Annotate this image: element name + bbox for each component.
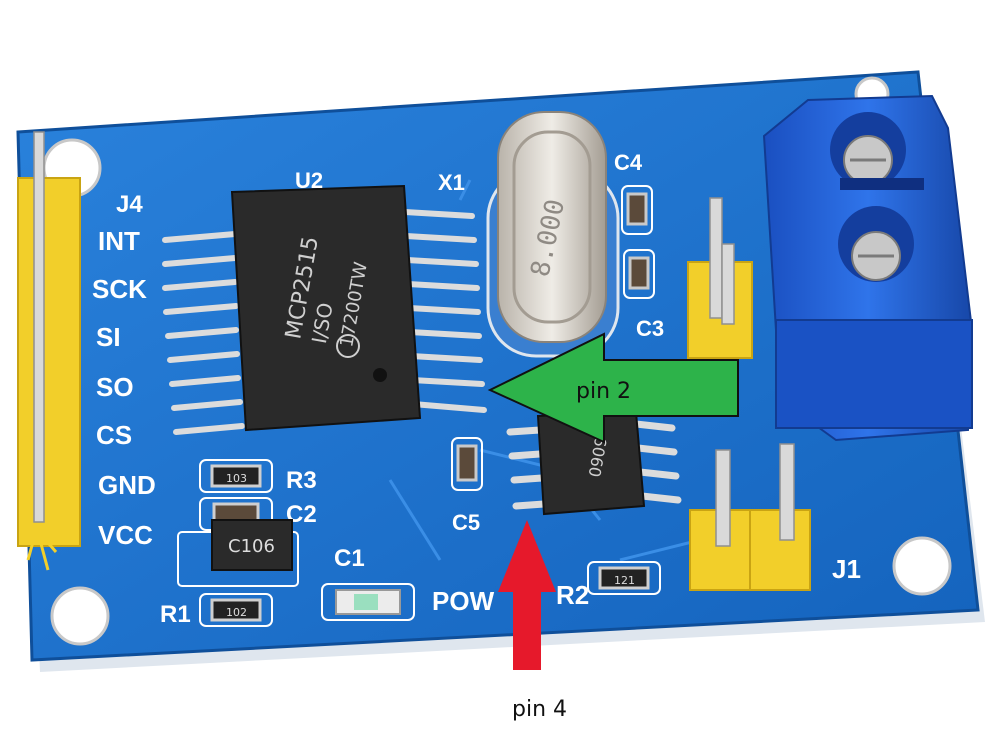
screw-terminal-block bbox=[762, 94, 974, 442]
green-arrow-annotation: pin 2 bbox=[487, 332, 739, 444]
mounting-hole-bottom-right bbox=[892, 536, 952, 596]
resistor-marking-r3: 103 bbox=[226, 472, 247, 485]
green-arrow-label: pin 2 bbox=[576, 379, 631, 404]
can-controller-chip-u2: U2 MCP2515 I/SO 17200TW bbox=[162, 168, 487, 435]
power-led: C1 POW bbox=[321, 545, 495, 621]
jumper-header-j1: J1 bbox=[689, 443, 861, 591]
resistor-r3: 103 R3 bbox=[199, 459, 317, 494]
crystal-ref: X1 bbox=[438, 170, 465, 195]
pin-label-si: SI bbox=[96, 322, 121, 352]
capacitor-c5: C5 bbox=[451, 437, 483, 535]
red-arrow-label: pin 4 bbox=[512, 697, 567, 722]
pin-label-vcc: VCC bbox=[98, 520, 153, 550]
capacitor-ref-c4: C4 bbox=[614, 150, 643, 175]
mounting-hole-bottom-left bbox=[50, 586, 110, 646]
jumper-ref-j1: J1 bbox=[832, 554, 861, 584]
crystal-x1: X1 8.000 bbox=[438, 111, 620, 358]
pin-label-so: SO bbox=[96, 372, 134, 402]
voltage-regulator: C106 bbox=[177, 519, 299, 587]
resistor-ref-r3: R3 bbox=[286, 467, 317, 494]
resistor-r2: 121 R2 bbox=[556, 561, 661, 610]
resistor-marking-r1: 102 bbox=[226, 606, 247, 619]
capacitor-ref-c3: C3 bbox=[636, 316, 664, 341]
microchip-logo bbox=[336, 334, 360, 358]
capacitor-c4: C4 bbox=[614, 150, 653, 235]
red-arrow-annotation: pin 4 bbox=[498, 520, 567, 722]
regulator-marking: C106 bbox=[228, 536, 275, 557]
capacitor-ref-c5: C5 bbox=[452, 510, 480, 535]
jumper-header-upper bbox=[687, 197, 753, 359]
chip-ref-u2: U2 bbox=[295, 168, 323, 193]
pin-label-list: INT SCK SI SO CS GND VCC bbox=[92, 226, 156, 550]
power-label: POW bbox=[432, 586, 495, 616]
pin-label-int: INT bbox=[98, 226, 140, 256]
pin-label-gnd: GND bbox=[98, 470, 156, 500]
pin-label-sck: SCK bbox=[92, 274, 147, 304]
pin-label-cs: CS bbox=[96, 420, 132, 450]
capacitor-ref-c1: C1 bbox=[334, 545, 365, 572]
resistor-marking-r2: 121 bbox=[614, 574, 635, 587]
connector-label-j4: J4 bbox=[116, 191, 143, 218]
capacitor-c3: C3 bbox=[623, 249, 664, 341]
resistor-ref-r2: R2 bbox=[556, 580, 589, 610]
pin-header-j4 bbox=[17, 131, 81, 571]
resistor-ref-r1: R1 bbox=[160, 601, 191, 628]
resistor-r1: 102 R1 bbox=[160, 593, 273, 628]
